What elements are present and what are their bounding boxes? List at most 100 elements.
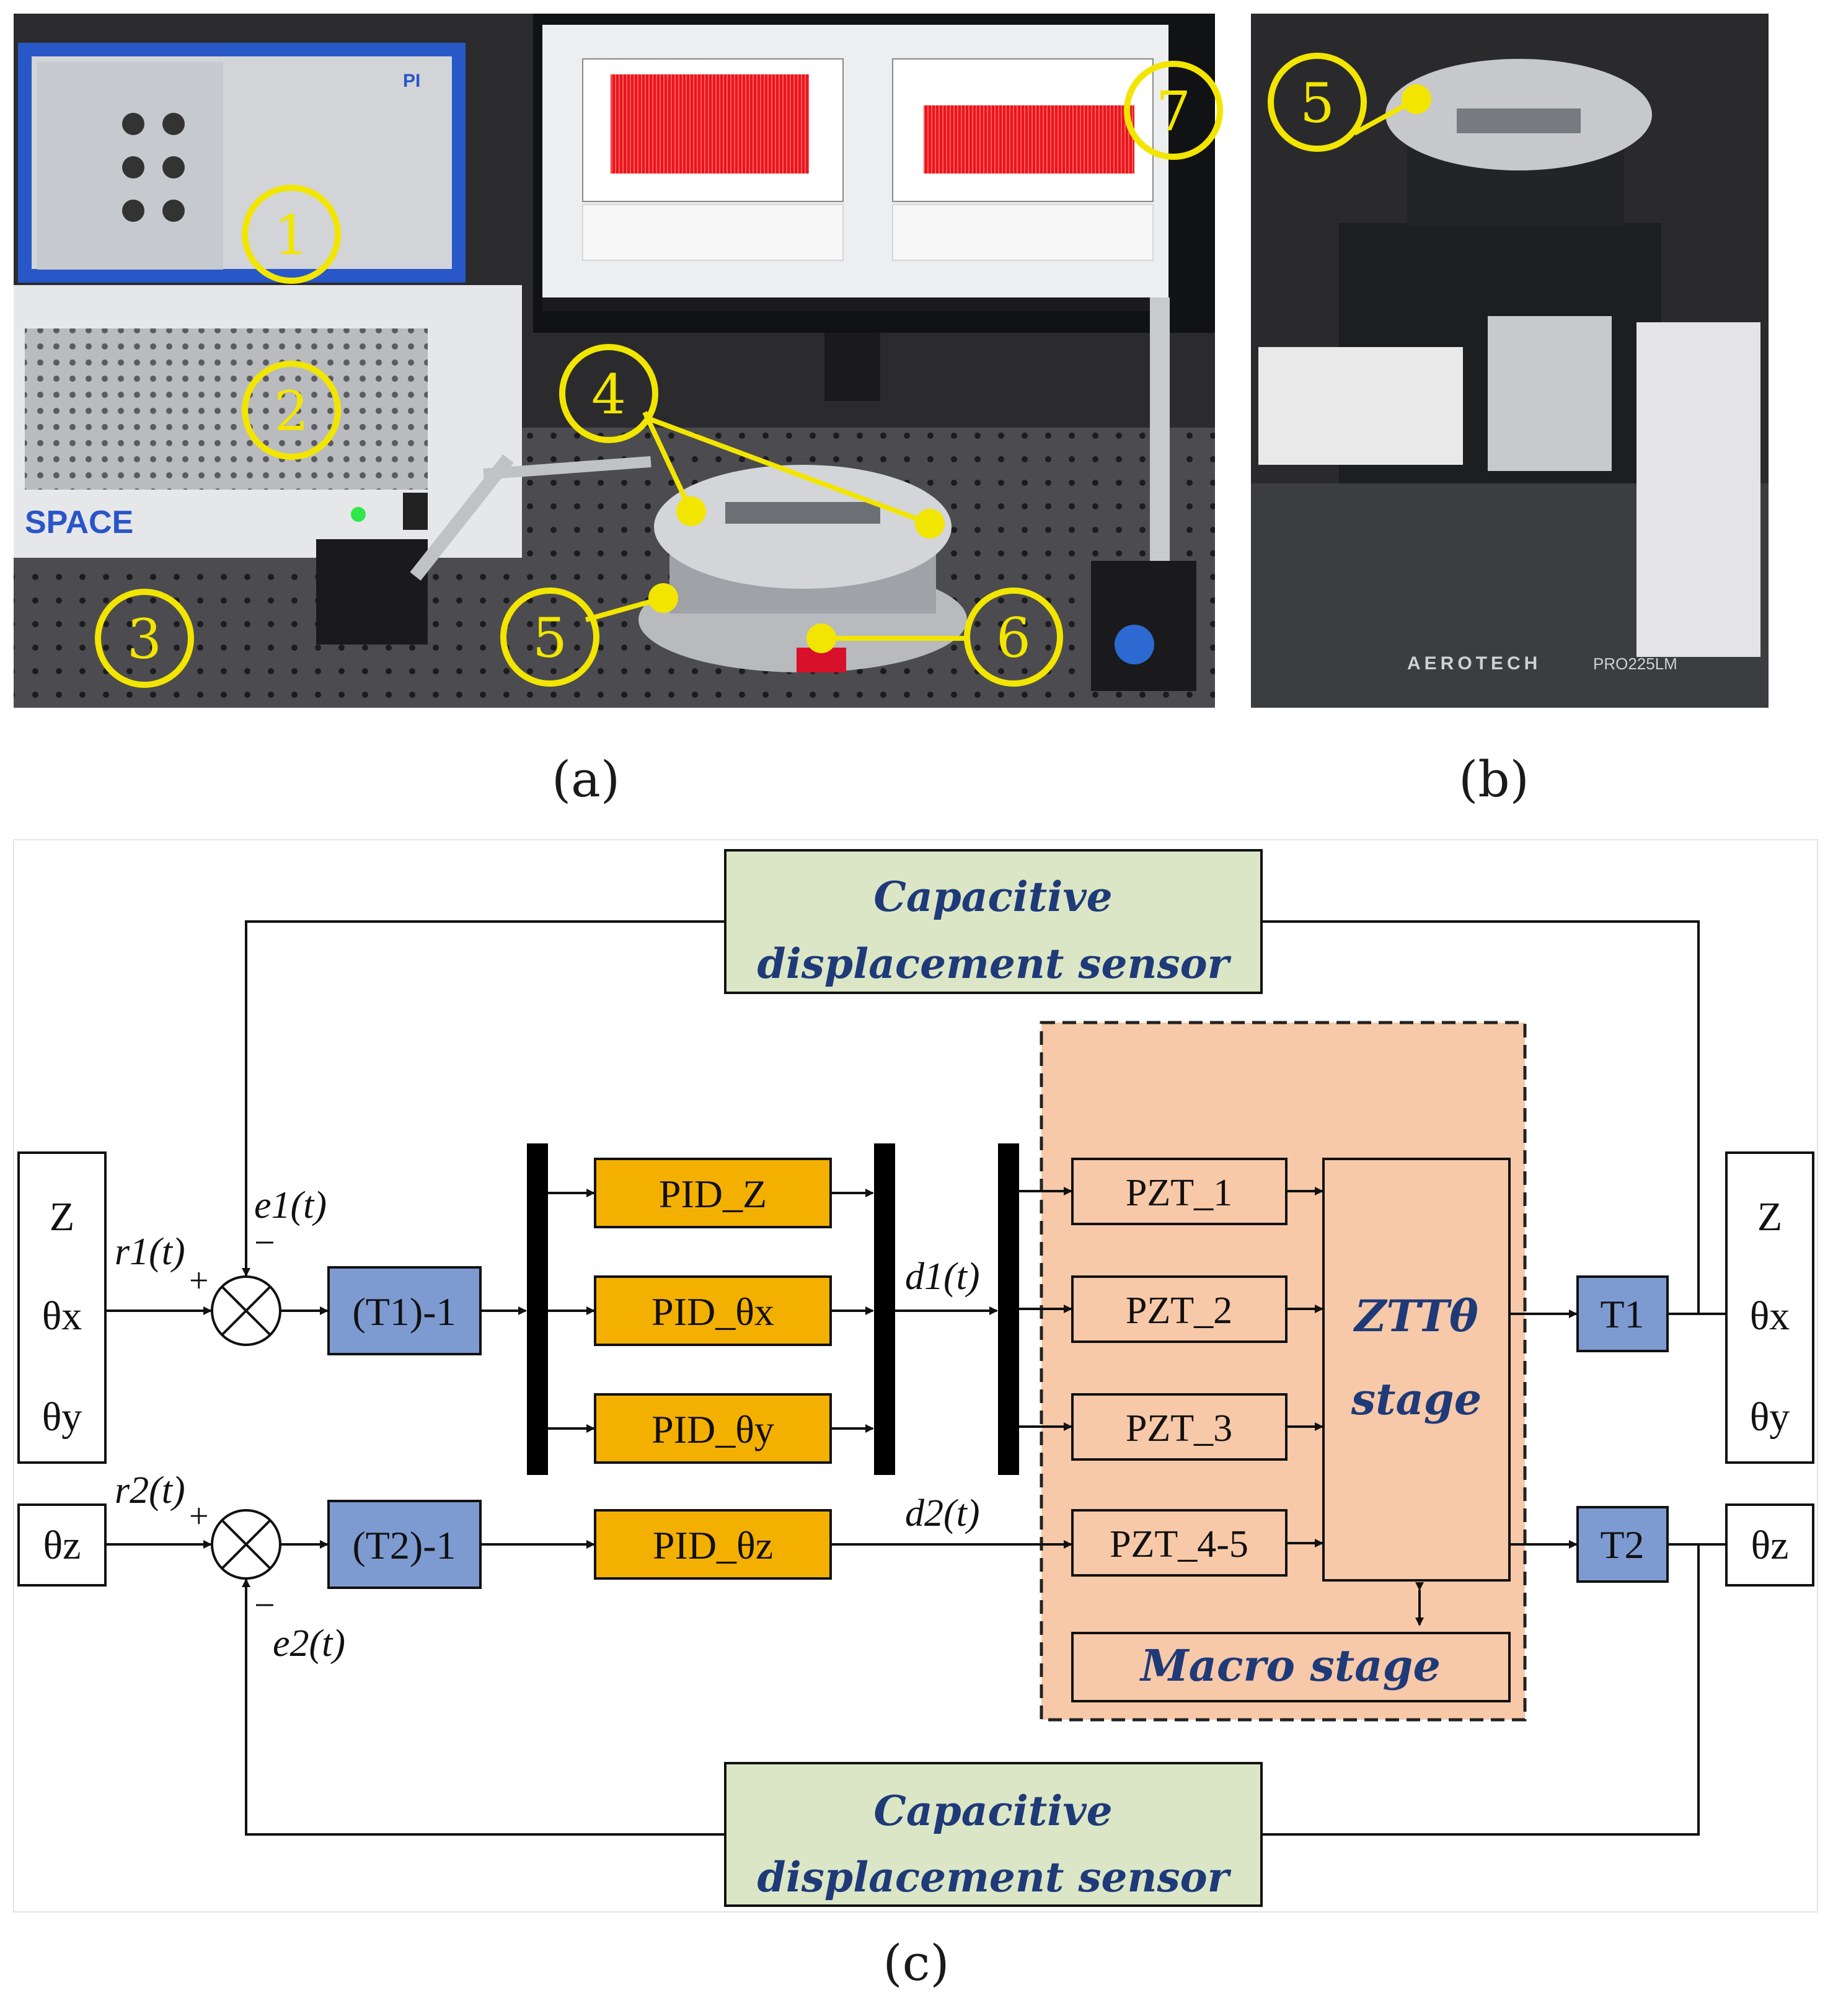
d2-label: d2(t) (905, 1492, 980, 1534)
sum-cross (221, 1285, 272, 1336)
pid-z-label: PID_Z (659, 1172, 767, 1216)
stage-brand: AEROTECH (1407, 653, 1541, 674)
leader-dot (648, 583, 678, 613)
input-z: Z (50, 1194, 74, 1239)
caption-b: (b) (1459, 750, 1529, 808)
caption-a: (a) (552, 750, 620, 808)
marker-b-5-label: 5 (1300, 71, 1335, 135)
input-theta-x: θx (42, 1293, 82, 1339)
input-theta-z: θz (43, 1523, 81, 1568)
marker-5-label: 5 (532, 606, 567, 670)
pzt-3-label: PZT_3 (1126, 1407, 1232, 1450)
marker-1-label: 1 (274, 203, 309, 267)
bnc-connector (162, 113, 185, 135)
input-box-bottom (17, 1503, 107, 1587)
output-box-top (1725, 1151, 1814, 1464)
power-switch (403, 493, 428, 530)
leader-dot (1402, 84, 1431, 114)
marker-2-label: 2 (274, 379, 309, 443)
magnetic-clamp (316, 539, 428, 645)
pid-theta-z-label: PID_θz (653, 1523, 773, 1567)
marker-7 (1124, 61, 1223, 160)
pzt-4-5-label: PZT_4-5 (1110, 1523, 1248, 1565)
bnc-connector (162, 156, 185, 178)
ztt-stage-label-1: ZTTθ (1353, 1290, 1478, 1342)
d1-label: d1(t) (905, 1256, 980, 1298)
photo-a: PI SPACE 1 2 3 4 5 (14, 14, 1223, 708)
minus-1: − (254, 1222, 275, 1263)
sensor-top-line2: displacement sensor (757, 940, 1232, 988)
caption-c: (c) (883, 1934, 949, 1992)
marker-7-label: 7 (1156, 79, 1191, 143)
macro-stage-block (1071, 1632, 1511, 1702)
flexure-slot (725, 502, 880, 524)
marker-5 (500, 588, 599, 687)
pid-theta-z-block (594, 1509, 832, 1580)
e1-label: e1(t) (254, 1184, 327, 1226)
plus-2: + (189, 1497, 209, 1536)
demux-bar-2 (998, 1143, 1019, 1475)
e2-label: e2(t) (273, 1622, 345, 1665)
feedback-bottom-in (242, 1578, 725, 1836)
feedback-top-in (242, 920, 725, 1277)
r1-label: r1(t) (115, 1231, 185, 1273)
cabinet-brand: SPACE (25, 504, 133, 540)
ztt-stage-label-2: stage (1351, 1373, 1482, 1425)
cable-bundle (1258, 347, 1463, 465)
pid-theta-x-label: PID_θx (651, 1290, 774, 1334)
cabinet-grill (25, 328, 428, 490)
stage-top-plate (654, 465, 952, 589)
monitor-stand (824, 333, 880, 401)
photo-b: AEROTECH PRO225LM 5 (1251, 14, 1769, 708)
base-knob (1115, 625, 1154, 664)
legend-table-right (892, 204, 1154, 261)
pid-theta-y-label: PID_θy (651, 1407, 774, 1451)
sensor-bottom-line2: displacement sensor (757, 1853, 1232, 1901)
connectors (105, 920, 1726, 1836)
sensor-bottom-box (724, 1762, 1263, 1907)
magnetic-base (1091, 561, 1196, 691)
feedback-top-out (1261, 920, 1700, 1314)
r2-label: r2(t) (115, 1469, 185, 1512)
diagram-frame (13, 839, 1818, 1913)
minus-2: − (254, 1585, 275, 1626)
pzt-1-label: PZT_1 (1126, 1172, 1232, 1214)
sum-cross (221, 1519, 272, 1570)
output-theta-y: θy (1750, 1394, 1790, 1440)
marker-3 (95, 589, 194, 688)
bnc-connector (122, 113, 144, 135)
sensor-top-box (724, 849, 1263, 994)
leader-dot (915, 509, 945, 539)
demux-bar (527, 1143, 548, 1475)
marker-4 (559, 344, 658, 443)
cable-bundle-right (1636, 322, 1760, 657)
stage-model: PRO225LM (1593, 654, 1677, 673)
leader-dot (806, 623, 836, 653)
leader-4b (647, 416, 931, 526)
mux-bar (874, 1143, 895, 1475)
leader-dot (676, 496, 706, 526)
vertical-post (1150, 297, 1170, 570)
actuator-block (1488, 316, 1612, 471)
block-diagram: Capacitive displacement sensor Capacitiv… (13, 839, 1818, 1913)
ztt-stage-block (1322, 1158, 1511, 1582)
output-theta-z: θz (1751, 1523, 1789, 1568)
marker-2 (242, 361, 341, 460)
pid-z-block (594, 1158, 832, 1228)
t1-label: T1 (1600, 1292, 1644, 1336)
top-flexure-slot (1457, 108, 1581, 133)
power-led (351, 507, 366, 522)
pzt-2-label: PZT_2 (1126, 1290, 1232, 1332)
plus-1: + (189, 1262, 209, 1300)
noise-plot-right (924, 105, 1134, 174)
sensor-top-line1: Capacitive (873, 873, 1112, 921)
marker-1 (242, 185, 341, 284)
bnc-connector (122, 156, 144, 178)
marker-3-label: 3 (127, 607, 162, 671)
support-rod (483, 456, 651, 480)
noise-plot-left (611, 74, 809, 174)
inverse-t2-block (327, 1500, 482, 1589)
output-z: Z (1757, 1194, 1782, 1239)
macro-stage-label: Macro stage (1139, 1640, 1441, 1691)
